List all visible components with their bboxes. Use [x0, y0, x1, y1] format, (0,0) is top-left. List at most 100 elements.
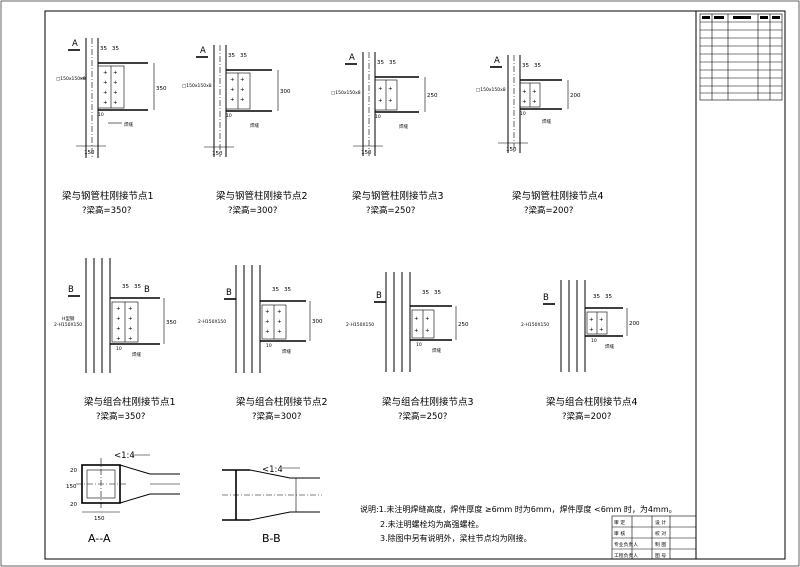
svg-text:+: +: [378, 86, 383, 92]
svg-text:35: 35: [100, 46, 107, 52]
svg-text:+: +: [388, 98, 393, 104]
tb-row-3: 专业负责人: [614, 541, 638, 548]
svg-text:+: +: [103, 100, 108, 106]
svg-text:+: +: [116, 306, 121, 312]
svg-text:+: +: [265, 319, 270, 325]
svg-text:10: 10: [375, 114, 381, 120]
svg-text:焊缝: 焊缝: [399, 123, 408, 130]
composite-joint-4: B ++ ++ 200 35 35 2-H150X150 焊缝 10: [521, 280, 640, 372]
svg-text:焊缝: 焊缝: [605, 343, 614, 350]
svg-text:+: +: [113, 70, 118, 76]
svg-text:35: 35: [228, 53, 235, 59]
slope-aa: <1:4: [114, 451, 135, 461]
svg-text:+: +: [128, 326, 133, 332]
svg-text:35: 35: [284, 287, 291, 293]
svg-text:150: 150: [66, 484, 77, 490]
height-tube-3: ?梁高=250?: [366, 205, 415, 216]
svg-text:+: +: [128, 336, 133, 342]
svg-text:□150x150x8: □150x150x8: [331, 90, 361, 96]
svg-text:35: 35: [605, 294, 612, 300]
tb-row-1: 审 定: [614, 519, 625, 526]
svg-text:+: +: [113, 100, 118, 106]
svg-text:35: 35: [134, 284, 141, 290]
note-3: 3.除图中另有说明外，梁柱节点均为刚接。: [380, 533, 532, 543]
height-comp-4: ?梁高=200?: [562, 411, 611, 422]
svg-text:+: +: [240, 97, 245, 103]
section-aa: <1:4 20 150 20 150 A--A: [66, 451, 180, 545]
svg-text:2-H150X150: 2-H150X150: [198, 319, 226, 325]
composite-joint-1: B B ++ ++ ++ ++ 350 35 35 H型钢 2-H150X150…: [54, 258, 177, 373]
svg-text:+: +: [265, 309, 270, 315]
height-comp-1: ?梁高=350?: [96, 411, 145, 422]
svg-text:250: 250: [427, 93, 438, 99]
revision-table: [699, 13, 783, 101]
svg-text:B: B: [376, 291, 382, 301]
svg-text:+: +: [589, 317, 594, 323]
svg-text:350: 350: [166, 320, 177, 326]
svg-text:B: B: [543, 293, 549, 303]
svg-text:A: A: [200, 46, 206, 56]
svg-text:+: +: [532, 89, 537, 95]
tb-right-2: 校 对: [655, 530, 666, 537]
svg-text:35: 35: [112, 46, 119, 52]
svg-text:+: +: [388, 86, 393, 92]
composite-joint-3: B ++ ++ 250 35 35 2-H150X150 焊缝 10: [346, 272, 469, 372]
svg-text:35: 35: [389, 60, 396, 66]
svg-text:A: A: [349, 53, 355, 63]
svg-text:+: +: [128, 316, 133, 322]
tb-right-3: 制 图: [655, 541, 666, 548]
svg-text:+: +: [103, 70, 108, 76]
svg-text:B: B: [68, 285, 74, 295]
svg-text:+: +: [378, 98, 383, 104]
svg-text:35: 35: [434, 290, 441, 296]
svg-text:+: +: [113, 80, 118, 86]
svg-text:B: B: [226, 288, 232, 298]
svg-text:10: 10: [226, 113, 232, 119]
svg-text:B: B: [144, 285, 150, 295]
caption-tube-2: 梁与钢管柱刚接节点2: [216, 190, 308, 202]
svg-text:+: +: [116, 326, 121, 332]
tube-joint-2: A ++ ++ ++ 300 35 35 □150x150x8 焊缝 10 15…: [182, 45, 291, 157]
section-aa-title: A--A: [88, 532, 111, 545]
notes: 说明:1.未注明焊缝高度，焊件厚度 ≥6mm 时为6mm，焊件厚度 <6mm 时…: [360, 504, 677, 543]
svg-text:35: 35: [122, 284, 129, 290]
svg-text:10: 10: [266, 343, 272, 349]
svg-text:2-H150X150: 2-H150X150: [521, 322, 549, 328]
svg-text:200: 200: [570, 93, 581, 99]
svg-text:2-H150X150: 2-H150X150: [346, 322, 374, 328]
plate-label: □150x150x8: [56, 76, 86, 82]
svg-text:+: +: [425, 328, 430, 334]
svg-text:+: +: [240, 87, 245, 93]
caption-comp-3: 梁与组合柱刚接节点3: [382, 396, 474, 408]
svg-text:300: 300: [312, 319, 323, 325]
tube-joint-1: A ++ ++ ++ ++ 350 35 35 □150x150x8 焊缝 10…: [56, 38, 167, 158]
tb-row-4: 工程负责人: [614, 552, 638, 559]
svg-text:+: +: [599, 317, 604, 323]
svg-text:+: +: [113, 90, 118, 96]
svg-text:焊缝: 焊缝: [542, 118, 551, 125]
svg-text:+: +: [116, 316, 121, 322]
svg-text:10: 10: [98, 112, 104, 118]
svg-text:+: +: [230, 87, 235, 93]
svg-text:+: +: [414, 316, 419, 322]
svg-text:+: +: [599, 327, 604, 333]
svg-text:焊缝: 焊缝: [124, 121, 133, 128]
caption-tube-1: 梁与钢管柱刚接节点1: [62, 190, 154, 202]
svg-text:+: +: [414, 328, 419, 334]
svg-text:250: 250: [458, 322, 469, 328]
height-tube-1: ?梁高=350?: [82, 205, 131, 216]
svg-text:35: 35: [534, 63, 541, 69]
svg-text:+: +: [103, 80, 108, 86]
svg-text:10: 10: [116, 346, 122, 352]
svg-text:20: 20: [70, 502, 77, 508]
svg-text:35: 35: [240, 53, 247, 59]
svg-text:35: 35: [593, 294, 600, 300]
svg-text:+: +: [277, 329, 282, 335]
svg-text:35: 35: [522, 63, 529, 69]
svg-text:20: 20: [70, 468, 77, 474]
section-mark: A: [72, 39, 78, 49]
beam-height-dim: 350: [156, 86, 167, 92]
svg-text:+: +: [240, 77, 245, 83]
height-comp-3: ?梁高=250?: [398, 411, 447, 422]
